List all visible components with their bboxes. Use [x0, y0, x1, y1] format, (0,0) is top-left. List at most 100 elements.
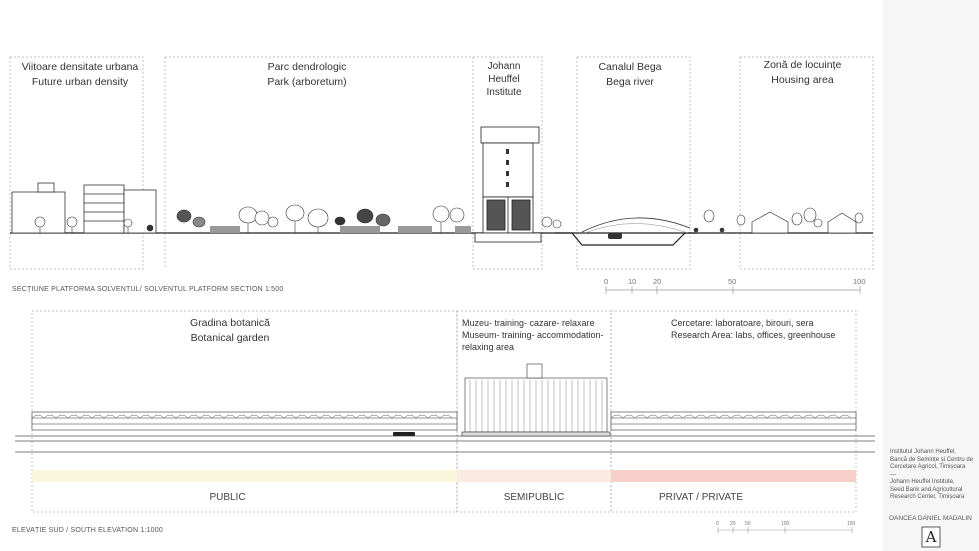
greenhouse-arc — [271, 414, 285, 419]
title-block-line: Institutul Johann Heuffel, — [890, 449, 956, 455]
zone-label-research: Cercetare: laboratoare, birouri, sera Re… — [671, 317, 856, 341]
greenhouse-arc — [175, 414, 189, 419]
title-block-separator: — — [890, 471, 896, 478]
greenhouse-arc — [403, 414, 417, 419]
greenhouse-arc — [706, 414, 720, 419]
zone-box-housing — [739, 56, 874, 270]
band-label-private: PRIVAT / PRIVATE — [658, 492, 744, 503]
greenhouse-arc — [778, 414, 792, 419]
zone-box-institute — [472, 56, 543, 270]
scale-tick-label: 100 — [853, 277, 866, 286]
zone-label-urban: Viitoare densitate urbana Future urban d… — [10, 60, 150, 90]
greenhouse-arc — [439, 414, 453, 419]
band-label-semipublic: SEMIPUBLIC — [503, 492, 565, 503]
greenhouse-arc — [742, 414, 756, 419]
greenhouse-arc — [211, 414, 225, 419]
greenhouse-arc — [790, 414, 804, 419]
greenhouse-arc — [427, 414, 441, 419]
zone-label-line: Park (arboretum) — [267, 76, 347, 88]
greenhouse-arc — [163, 414, 177, 419]
greenhouse-arc — [223, 414, 237, 419]
research-greenhouses — [610, 411, 857, 431]
elevation-zone-boxes — [31, 310, 857, 513]
greenhouse-arc — [319, 414, 333, 419]
greenhouse-arc — [331, 414, 345, 419]
scale-tick-label: 50 — [745, 521, 751, 527]
title-block-text: Institutul Johann Heuffel, Bancă de Semi… — [890, 449, 978, 502]
greenhouse-arc — [379, 414, 393, 419]
elevation-ground-lines — [15, 435, 875, 453]
greenhouse-arc — [67, 414, 81, 419]
greenhouse-arc — [31, 414, 45, 419]
title-block-line: Cercetare Agricol, Timișoara — [890, 464, 966, 470]
greenhouse-arc — [307, 414, 321, 419]
greenhouse-arc — [283, 414, 297, 419]
greenhouse-arc — [670, 414, 684, 419]
zone-label-line: relaxing area — [462, 342, 515, 352]
greenhouse-arc — [259, 414, 273, 419]
zone-label-line: Cercetare: laboratoare, birouri, sera — [671, 318, 814, 328]
logo-letter: A — [925, 528, 937, 546]
scale-tick-label: 50 — [728, 277, 737, 286]
greenhouse-arcs — [31, 414, 453, 419]
greenhouse-arc — [754, 414, 768, 419]
river-channel — [555, 232, 697, 246]
housing-trees — [693, 207, 864, 233]
zone-label-institute: Johann Heuffel Institute — [473, 60, 535, 99]
zone-label-line: Viitoare densitate urbana — [21, 61, 139, 73]
urban-buildings — [11, 182, 157, 234]
greenhouse-arc — [151, 414, 165, 419]
housing-buildings — [751, 211, 857, 234]
greenhouse-arc — [622, 414, 636, 419]
greenhouse-arc — [646, 414, 660, 419]
greenhouse-arc — [826, 414, 840, 419]
greenhouse-arc — [682, 414, 696, 419]
greenhouse-arc — [355, 414, 369, 419]
greenhouse-arc — [139, 414, 153, 419]
greenhouse-arc — [43, 414, 57, 419]
tower-trees — [541, 216, 562, 229]
zone-label-line: Museum- training- accommodation- — [462, 330, 604, 340]
zone-label-line: Research Area: labs, offices, greenhouse — [671, 330, 836, 340]
greenhouse-arc — [730, 414, 744, 419]
section-scale-bar — [605, 286, 861, 294]
zone-label-line: Heuffel — [488, 74, 520, 85]
zone-label-line: Canalul Bega — [598, 61, 662, 73]
greenhouse-arc — [802, 414, 816, 419]
zone-label-botanical: Gradina botanică Botanical garden — [160, 316, 300, 346]
greenhouse-arc — [295, 414, 309, 419]
scale-tick-label: 150 — [847, 521, 856, 527]
silo-facade-lines — [469, 380, 603, 432]
greenhouse-arc — [187, 414, 201, 419]
scale-tick-label: 0 — [604, 277, 609, 286]
greenhouse-arc — [814, 414, 828, 419]
urban-trees — [34, 216, 154, 233]
greenhouse-arc — [367, 414, 381, 419]
zone-label-line: Muzeu- training- cazare- relaxare — [462, 318, 595, 328]
band-public-color — [32, 470, 457, 482]
scale-tick-label: 20 — [653, 277, 662, 286]
title-block-line: Johann Heuffel Institute, — [890, 479, 955, 485]
zone-box-urban — [9, 56, 144, 270]
greenhouse-arc — [718, 414, 732, 419]
greenhouse-arc — [343, 414, 357, 419]
zone-label-river: Canalul Bega Bega river — [575, 60, 685, 90]
zone-label-line: Housing area — [771, 74, 834, 86]
zone-label-line: Parc dendrologic — [267, 61, 347, 73]
author-name: OANCEA DANIEL MADALIN — [889, 515, 972, 522]
zone-label-line: Bega river — [606, 76, 654, 88]
zone-box-river — [576, 56, 691, 270]
greenhouse-arc — [103, 414, 117, 419]
scale-tick-label: 100 — [781, 521, 790, 527]
river-bridge — [581, 217, 691, 233]
scale-tick-label: 10 — [628, 277, 637, 286]
greenhouse-arc — [610, 414, 624, 419]
greenhouse-arc — [115, 414, 129, 419]
tower-windows — [506, 149, 509, 187]
greenhouse-arc — [235, 414, 249, 419]
logo-emblem — [921, 526, 941, 548]
scale-tick-label: 20 — [730, 521, 736, 527]
institute-tower — [474, 126, 542, 243]
greenhouse-arc — [838, 414, 852, 419]
